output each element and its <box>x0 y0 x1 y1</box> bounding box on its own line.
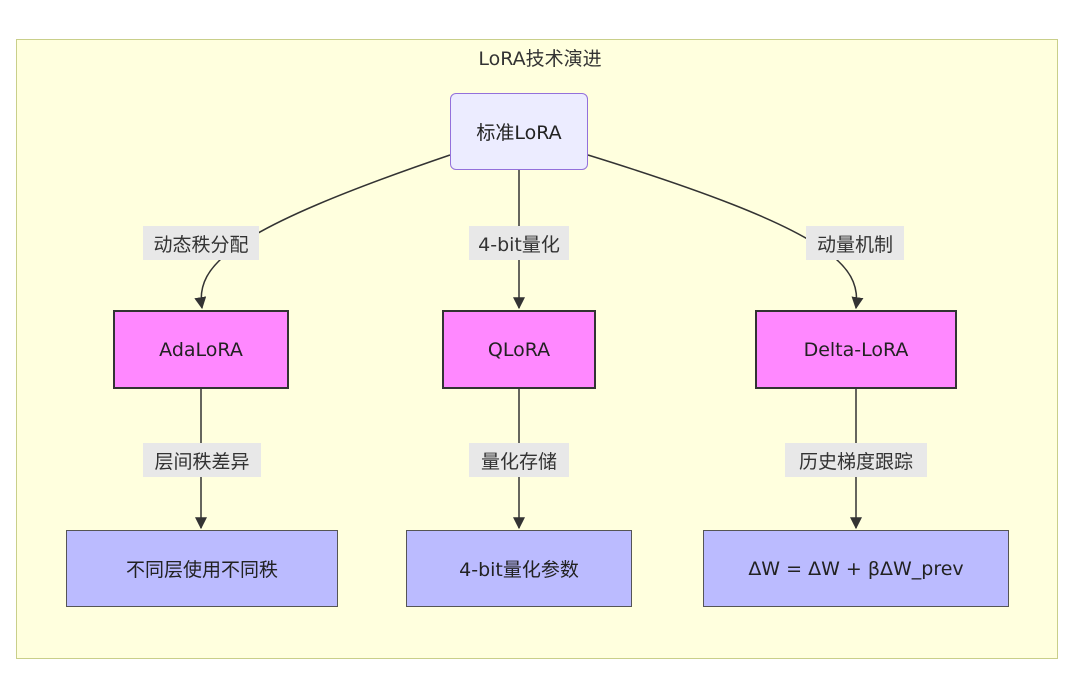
detail-node-adalora: 不同层使用不同秩 <box>66 530 338 607</box>
edge-label-momentum: 动量机制 <box>806 226 904 260</box>
detail-node-delta-lora: ΔW = ΔW + βΔW_prev <box>703 530 1009 607</box>
detail-node-qlora: 4-bit量化参数 <box>406 530 632 607</box>
edge-label-grad-history: 历史梯度跟踪 <box>785 443 927 477</box>
edge-label-dynamic-rank: 动态秩分配 <box>143 226 259 260</box>
method-node-adalora: AdaLoRA <box>113 310 289 389</box>
edge-label-4bit: 4-bit量化 <box>469 226 569 260</box>
root-node: 标准LoRA <box>450 93 588 170</box>
edge-label-layer-rank-diff: 层间秩差异 <box>143 443 261 477</box>
method-node-qlora: QLoRA <box>442 310 596 389</box>
method-node-delta-lora: Delta-LoRA <box>755 310 957 389</box>
edge-label-quant-storage: 量化存储 <box>469 443 569 477</box>
diagram-title: LoRA技术演进 <box>478 48 602 70</box>
